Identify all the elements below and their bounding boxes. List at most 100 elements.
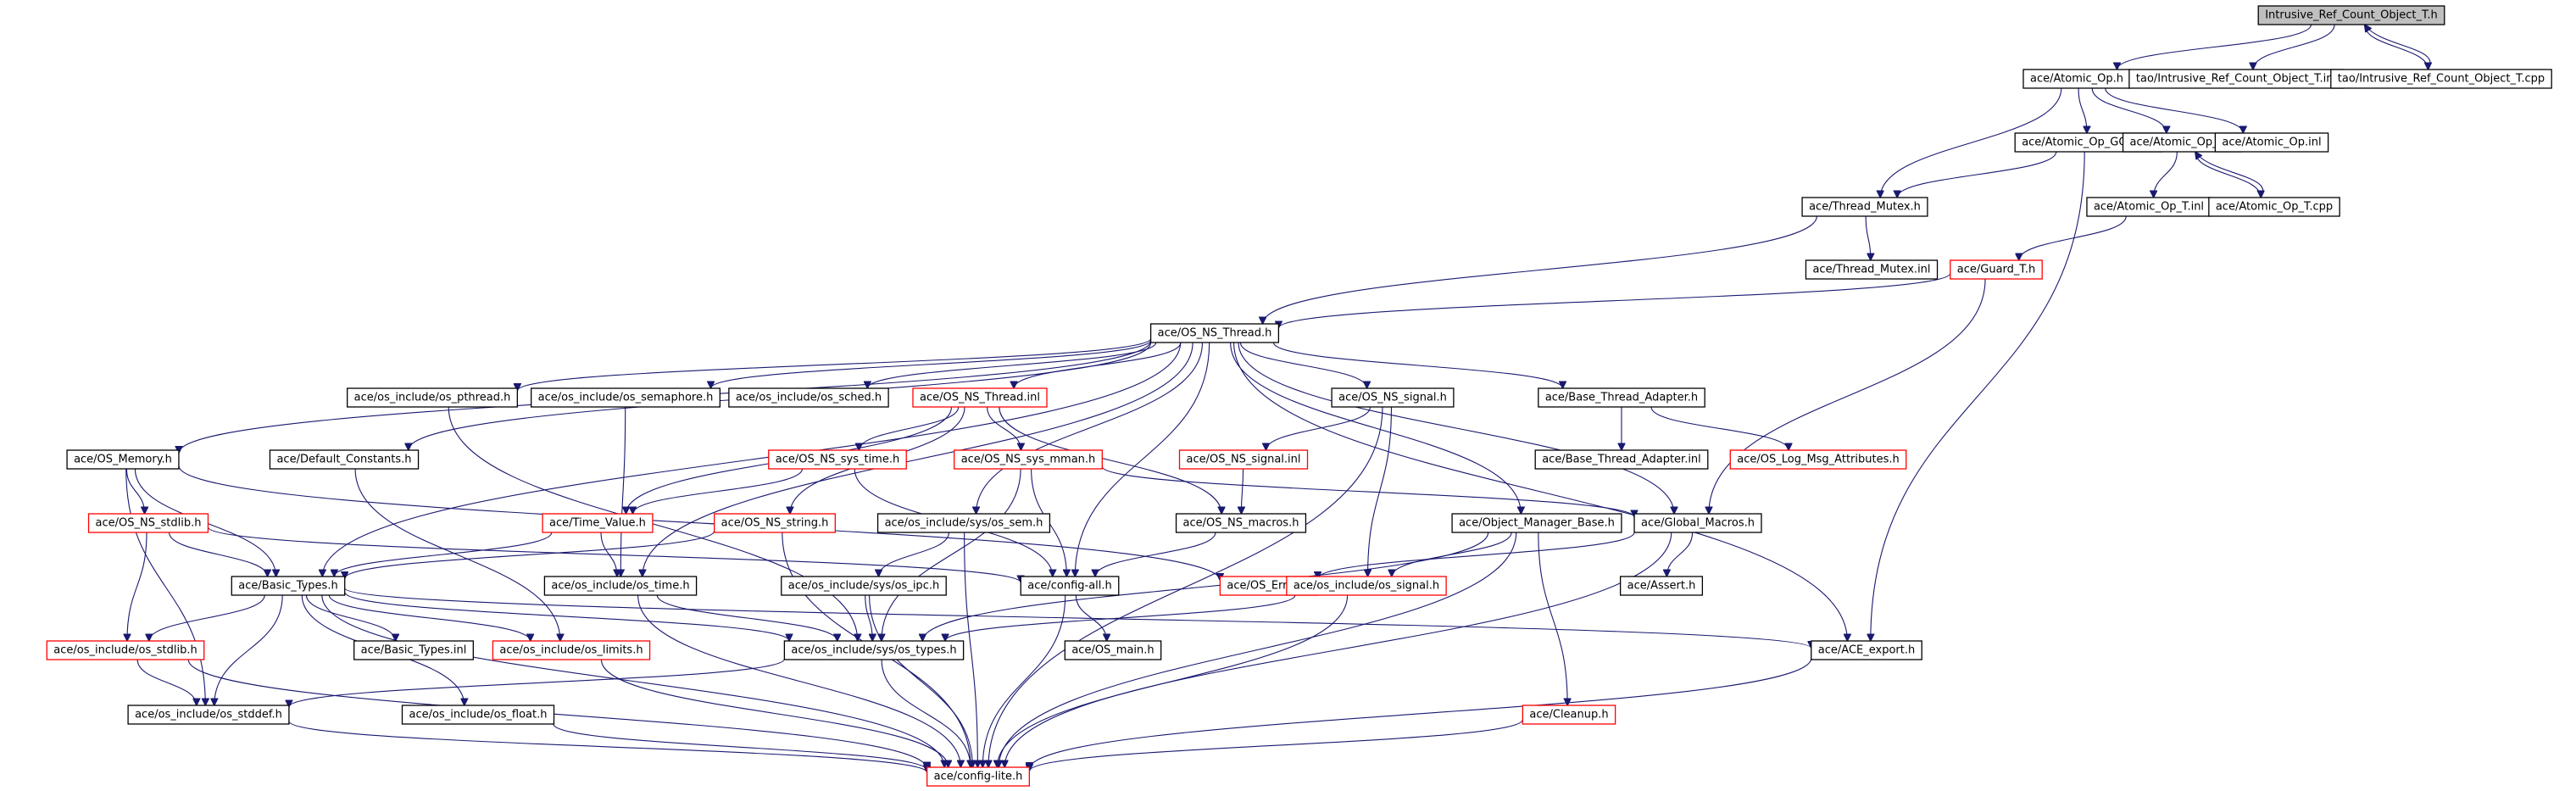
dependency-edge [288,721,927,773]
graph-node[interactable]: ace/OS_NS_sys_time.h [768,449,907,470]
dependency-edge [214,594,283,705]
graph-node[interactable]: ace/os_include/os_limits.h [492,640,651,660]
node-label: ace/config-all.h [1027,580,1112,593]
dependency-edge [305,594,395,641]
dependency-edge [711,339,1152,388]
graph-node[interactable]: ace/os_include/os_time.h [543,576,698,596]
dependency-edge [207,526,1021,582]
node-label: ace/OS_NS_sys_mman.h [961,454,1096,466]
node-label: ace/os_include/sys/os_types.h [791,644,956,657]
graph-node[interactable]: ace/config-all.h [1020,576,1120,596]
graph-node[interactable]: ace/OS_Log_Msg_Attributes.h [1729,449,1907,470]
dependency-edge [345,530,715,578]
node-label: ace/OS_NS_signal.inl [1186,454,1300,466]
node-label: ace/OS_NS_macros.h [1183,517,1299,530]
graph-node[interactable]: ace/OS_NS_macros.h [1175,513,1307,533]
node-box [1729,449,1907,470]
dependency-edge [1233,342,1848,641]
dependency-edge [1368,406,1393,577]
dependency-edge [136,659,197,705]
graph-node[interactable]: tao/Intrusive_Ref_Count_Object_T.inl [2128,69,2344,89]
graph-node[interactable]: ace/OS_NS_sys_mman.h [954,449,1103,470]
graph-node[interactable]: ace/Atomic_Op.h [2022,69,2131,89]
graph-node[interactable]: ace/Atomic_Op_T.cpp [2208,197,2340,217]
dependency-edge [1230,342,1522,514]
dependency-edge [344,592,789,641]
dependency-edge [1075,594,1106,641]
dependency-edge [1880,87,2062,198]
node-label: ace/Base_Thread_Adapter.h [1545,392,1698,404]
graph-node[interactable]: ace/OS_NS_signal.inl [1178,449,1309,470]
graph-node[interactable]: ace/os_include/os_semaphore.h [530,387,721,408]
graph-node[interactable]: ace/OS_main.h [1064,640,1162,660]
graph-node[interactable]: ace/Assert.h [1619,576,1704,596]
dependency-edge [1239,342,1366,388]
graph-node[interactable]: ace/Base_Thread_Adapter.h [1538,387,1705,408]
graph-node[interactable]: ace/OS_NS_string.h [714,513,836,533]
graph-node[interactable]: ace/Thread_Mutex.h [1801,197,1928,217]
graph-node[interactable]: ace/Time_Value.h [542,513,654,533]
graph-node[interactable]: ace/Atomic_Op_T.inl [2086,197,2212,217]
dependency-edge [1029,719,1523,772]
dependency-edge [643,342,1193,577]
graph-node[interactable]: ace/OS_NS_Thread.h [1149,323,1280,343]
graph-node[interactable]: tao/Intrusive_Ref_Count_Object_T.cpp [2330,69,2552,89]
graph-node[interactable]: ace/Atomic_Op_T.h [2122,132,2242,153]
node-box [1633,513,1762,533]
node-box [1522,705,1616,725]
graph-node[interactable]: ace/Base_Thread_Adapter.inl [1534,449,1709,470]
graph-node[interactable]: ace/Basic_Types.inl [353,640,474,660]
graph-node[interactable]: ace/ACE_export.h [1811,640,1922,660]
dependency-edge [321,594,944,767]
graph-node[interactable]: ace/os_include/os_float.h [401,705,555,725]
node-label: ace/config-lite.h [934,771,1023,783]
graph-node[interactable]: ace/OS_NS_stdlib.h [87,513,209,533]
graph-node[interactable]: ace/OS_NS_Thread.inl [912,387,1048,408]
graph-node[interactable]: ace/Guard_T.h [1950,259,2043,280]
node-label: ace/Cleanup.h [1529,709,1608,721]
graph-node[interactable]: ace/Basic_Types.h [231,576,346,596]
graph-node[interactable]: Intrusive_Ref_Count_Object_T.h [2257,5,2445,25]
dependency-edge [1897,151,2057,198]
graph-node[interactable]: ace/os_include/os_stddef.h [127,705,290,725]
graph-node[interactable]: ace/os_include/os_stdlib.h [46,640,205,660]
dependency-edge [637,594,961,767]
node-box [231,576,346,596]
node-box [2214,132,2329,153]
dependency-edge [2195,152,2264,198]
node-box [347,387,518,408]
node-label: ace/Atomic_Op.h [2030,73,2123,86]
node-box [1619,576,1704,596]
node-box [1451,513,1622,533]
node-box [269,449,420,470]
dependency-edge [2365,25,2431,70]
graph-node[interactable]: ace/Default_Constants.h [269,449,420,470]
graph-node[interactable]: ace/Global_Macros.h [1633,513,1762,533]
dependency-edge [976,342,1204,514]
graph-node[interactable]: ace/os_include/os_sched.h [728,387,889,408]
dependency-edge [2154,151,2178,198]
dependency-edge [1871,151,2085,641]
dependency-edge [2078,87,2087,133]
dependency-edge [2364,24,2429,70]
graph-node[interactable]: ace/Atomic_Op.inl [2214,132,2329,153]
graph-node[interactable]: ace/os_include/sys/os_ipc.h [781,576,947,596]
graph-node[interactable]: ace/config-lite.h [926,766,1030,787]
graph-node[interactable]: ace/Cleanup.h [1522,705,1616,725]
node-label: ace/Default_Constants.h [276,454,411,466]
graph-node[interactable]: ace/os_include/os_signal.h [1286,576,1447,596]
graph-node[interactable]: ace/Object_Manager_Base.h [1451,513,1622,533]
node-label: ace/os_include/os_stddef.h [135,709,282,721]
graph-node[interactable]: ace/OS_Memory.h [66,449,180,470]
dependency-edge [1538,532,1567,705]
graph-node[interactable]: ace/os_include/os_pthread.h [347,387,518,408]
graph-node[interactable]: ace/OS_NS_signal.h [1331,387,1455,408]
dependency-edge [869,594,973,767]
dependency-edge [178,465,1220,580]
graph-node[interactable]: ace/os_include/sys/os_sem.h [876,513,1051,533]
graph-node[interactable]: ace/os_include/sys/os_types.h [783,640,965,660]
graph-node[interactable]: ace/Thread_Mutex.inl [1805,259,1939,280]
node-box [1175,513,1307,533]
dependency-edge [1014,342,1182,388]
node-label: ace/Time_Value.h [549,517,646,530]
